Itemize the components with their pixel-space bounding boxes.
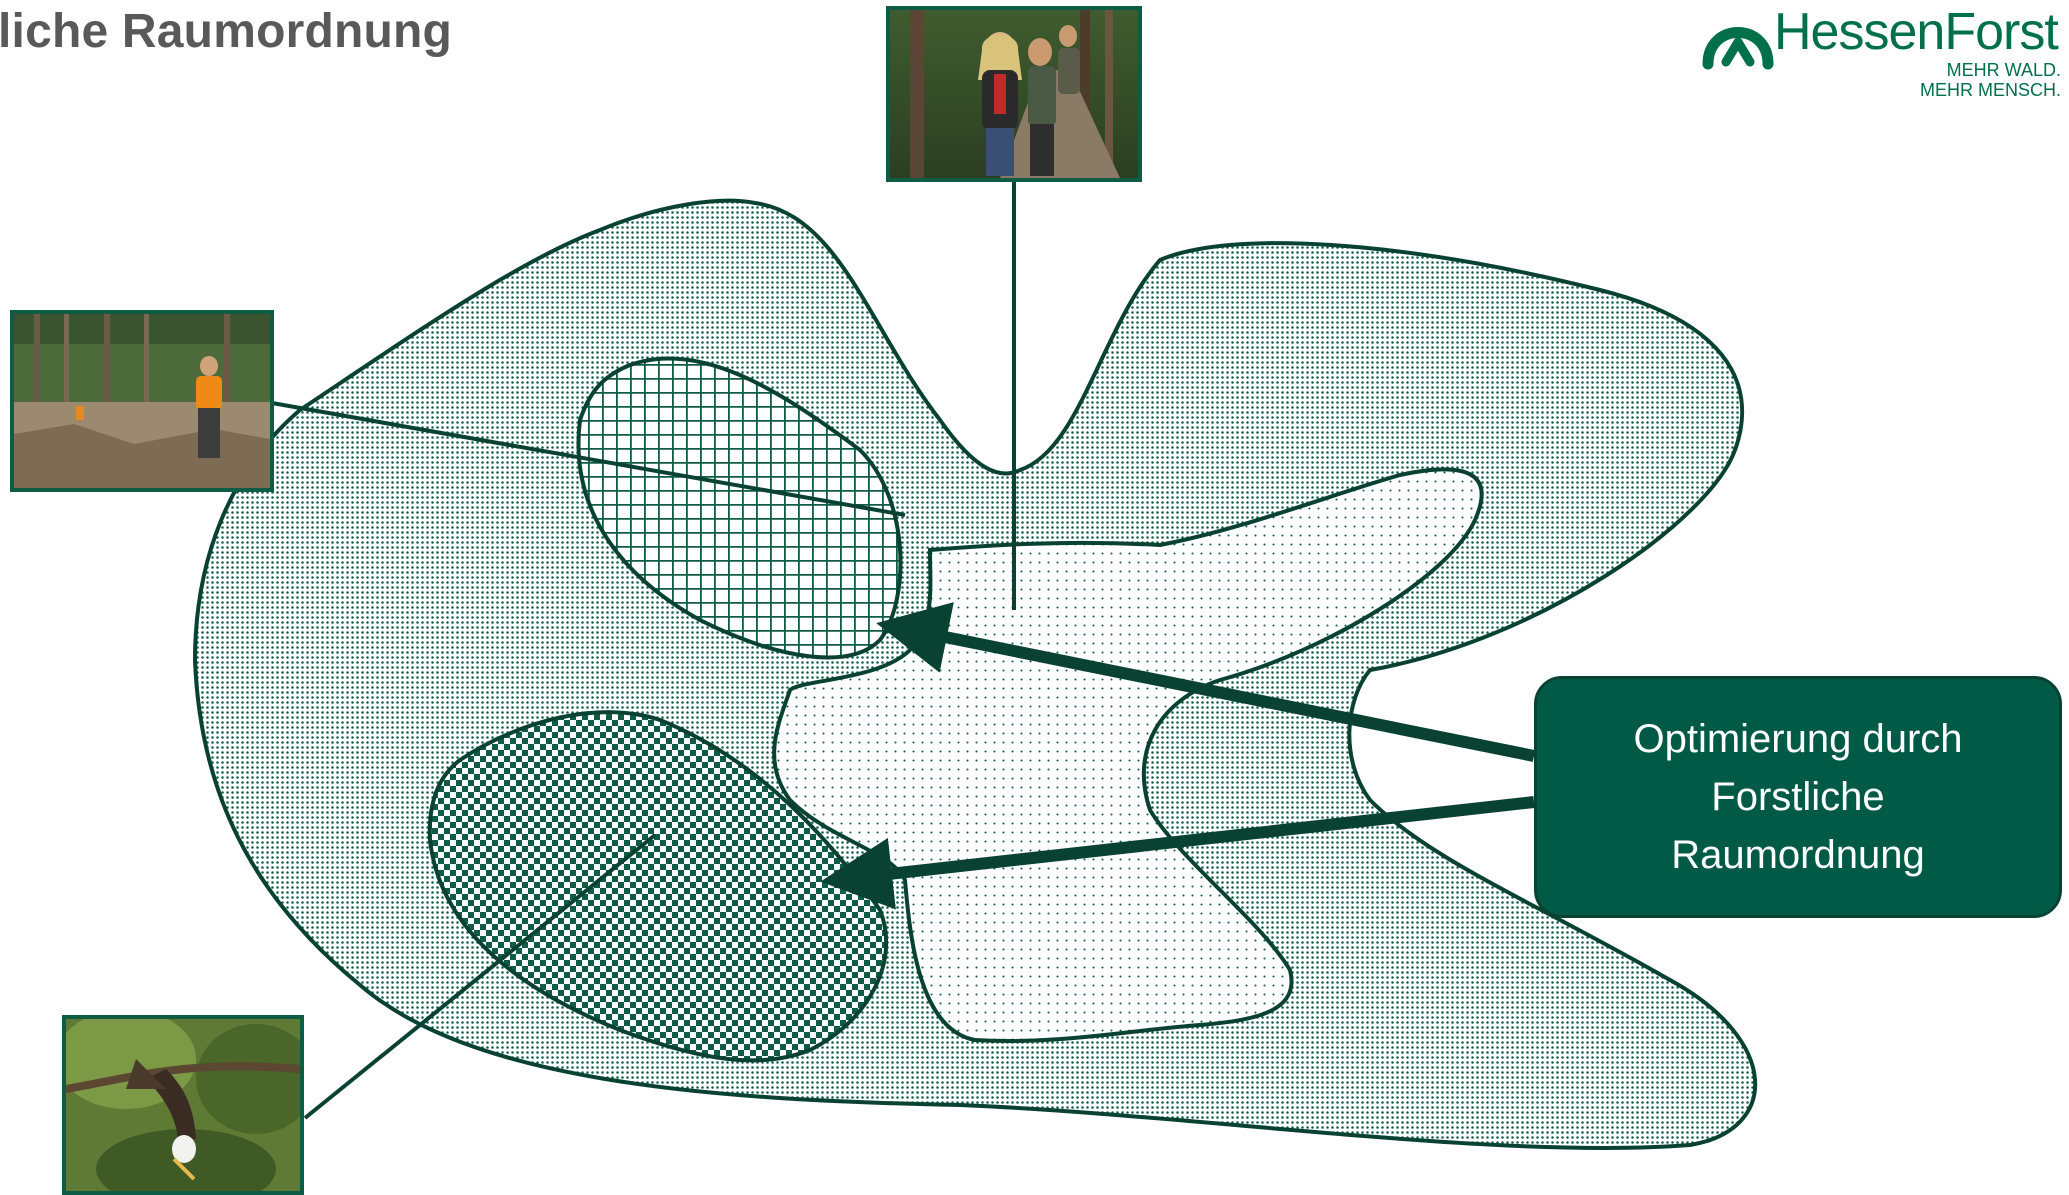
- callout-line-3: Raumordnung: [1633, 826, 1962, 884]
- forester-photo: [10, 310, 274, 492]
- callout-line-2: Forstliche: [1633, 768, 1962, 826]
- forester-photo-image: [14, 314, 270, 488]
- bird-photo: [62, 1015, 304, 1195]
- hikers-photo-image: [890, 10, 1138, 178]
- callout-box: Optimierung durch Forstliche Raumordnung: [1534, 676, 2062, 918]
- callout-line-1: Optimierung durch: [1633, 710, 1962, 768]
- hikers-photo: [886, 6, 1142, 182]
- bird-photo-image: [66, 1019, 300, 1191]
